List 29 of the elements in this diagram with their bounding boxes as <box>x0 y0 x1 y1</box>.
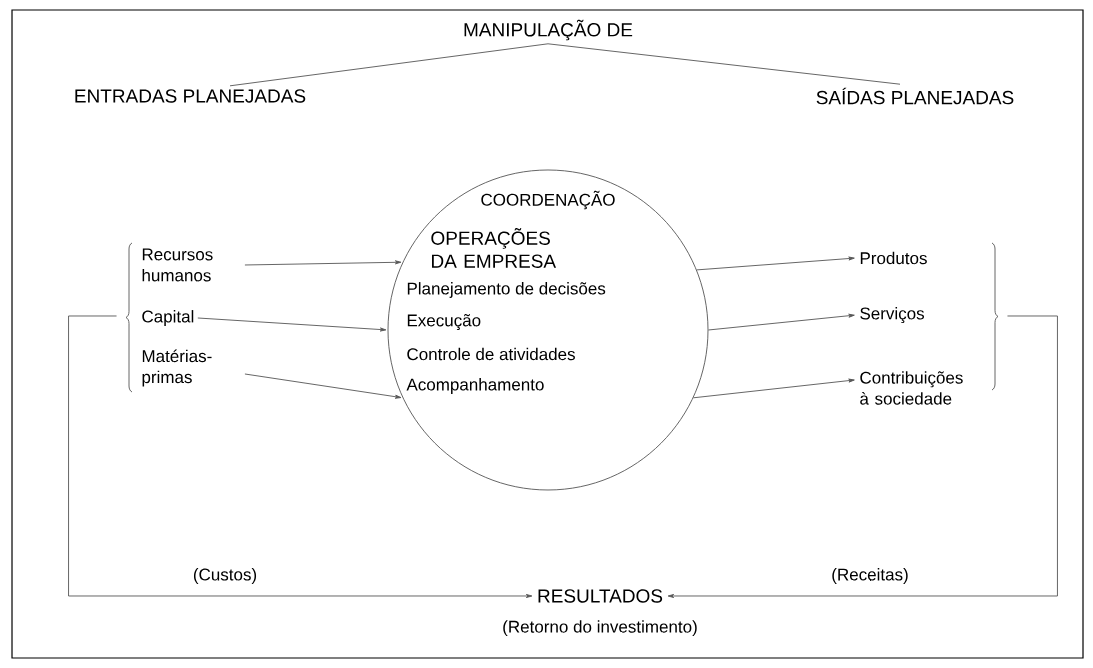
list-item: Matérias-primas <box>142 349 212 387</box>
circle-title: OPERAÇÕES DA EMPRESA <box>431 228 557 268</box>
arrow <box>244 373 402 399</box>
list-item: Serviços <box>860 307 924 323</box>
arrow <box>696 256 855 271</box>
output-heading: SAÍDAS PLANEJADAS <box>816 87 1014 105</box>
arrow <box>708 313 855 331</box>
brace <box>991 242 999 391</box>
brace <box>125 242 133 393</box>
list-item: Capital <box>142 310 194 326</box>
list-item: Recursos humanos <box>142 248 213 282</box>
result-label: RESULTADOS <box>538 589 663 603</box>
list-item: Planejamento de decisões <box>407 282 606 298</box>
arrow <box>197 317 387 332</box>
list-item: Produtos <box>860 251 927 265</box>
list-item: Controle de atividades <box>407 347 575 361</box>
list-item: Execução <box>407 314 481 330</box>
input-heading: ENTRADAS PLANEJADAS <box>75 89 306 103</box>
list-item: Acompanhamento <box>406 378 544 394</box>
arrow <box>68 315 533 598</box>
edge-label: (Custos) <box>190 566 260 586</box>
circle-heading: COORDENAÇÃO <box>481 190 615 210</box>
arrow <box>692 378 855 399</box>
list-item: Contribuições à sociedade <box>860 371 963 405</box>
arrow <box>244 260 402 266</box>
note: (Retorno do investimento) <box>503 620 697 637</box>
heading: MANIPULAÇÃO DE <box>464 19 633 41</box>
arrow <box>667 315 1058 598</box>
edge-label: (Receitas) <box>829 566 911 586</box>
